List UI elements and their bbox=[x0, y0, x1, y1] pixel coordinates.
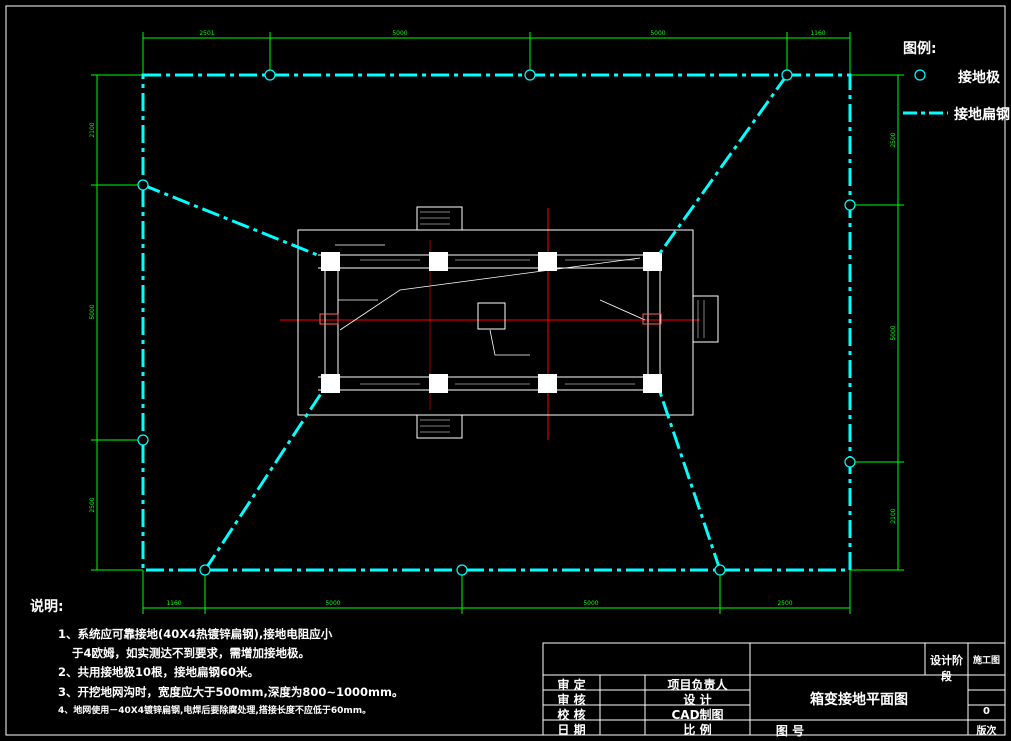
dim-bottom-2: 5000 bbox=[325, 600, 340, 607]
electrode bbox=[781, 69, 793, 81]
grounding-electrodes bbox=[137, 69, 856, 576]
dim-bottom-4: 2500 bbox=[777, 600, 792, 607]
dim-left-3: 2500 bbox=[89, 497, 96, 512]
tb-rev-label: 版次 bbox=[976, 726, 997, 737]
electrode bbox=[844, 456, 856, 468]
legend-flatsteel-label: 接地扁钢 bbox=[954, 107, 1010, 123]
dim-top-1: 2501 bbox=[199, 30, 214, 37]
legend-title: 图例: bbox=[903, 41, 937, 57]
note-3: 3、开挖地网沟时，宽度应大于500mm,深度为800~1000mm。 bbox=[58, 685, 404, 699]
note-1-cont: 于4欧姆，如实测达不到要求，需增加接地极。 bbox=[72, 646, 310, 660]
dimension-lines bbox=[91, 32, 904, 614]
tb-project-lead: 项目负责人 bbox=[667, 678, 728, 692]
tb-check: 校 核 bbox=[557, 708, 586, 722]
dim-right-2: 5000 bbox=[890, 325, 897, 340]
dim-left-1: 2100 bbox=[89, 122, 96, 137]
dim-left-2: 5000 bbox=[89, 304, 96, 319]
dimension-texts: 2501 5000 5000 1160 1160 5000 5000 2500 … bbox=[89, 30, 897, 607]
drawing-title: 箱变接地平面图 bbox=[810, 692, 908, 708]
electrode bbox=[264, 69, 276, 81]
dim-bottom-3: 5000 bbox=[583, 600, 598, 607]
title-block bbox=[542, 642, 1006, 736]
dim-top-3: 5000 bbox=[650, 30, 665, 37]
foundation-columns bbox=[321, 252, 662, 393]
dim-top-4: 1160 bbox=[810, 30, 825, 37]
note-1: 1、系统应可靠接地(40X4热镀锌扁钢),接地电阻应小 bbox=[58, 627, 333, 641]
legend-electrode-symbol bbox=[914, 69, 926, 81]
centerlines bbox=[280, 208, 700, 440]
tb-review: 审 核 bbox=[557, 693, 586, 707]
dim-right-1: 2500 bbox=[890, 132, 897, 147]
electrode bbox=[199, 564, 211, 576]
note-2: 2、共用接地极10根，接地扁钢60米。 bbox=[58, 665, 260, 679]
dim-bottom-1: 1160 bbox=[166, 600, 181, 607]
electrode bbox=[714, 564, 726, 576]
tb-stage-label: 设计阶段 bbox=[930, 654, 963, 683]
tb-rev-value: 0 bbox=[983, 706, 990, 717]
notes-title: 说明: bbox=[30, 599, 64, 615]
electrode bbox=[844, 199, 856, 211]
electrode bbox=[524, 69, 536, 81]
electrode bbox=[137, 434, 149, 446]
tb-scale: 比 例 bbox=[683, 723, 712, 737]
dim-top-2: 5000 bbox=[392, 30, 407, 37]
tb-date: 日 期 bbox=[557, 723, 586, 737]
legend-electrode-label: 接地极 bbox=[958, 70, 1000, 86]
tb-design: 设 计 bbox=[683, 693, 712, 707]
tb-cad: CAD制图 bbox=[671, 708, 724, 722]
grounding-flat-steel bbox=[141, 73, 852, 572]
drawing-border bbox=[5, 5, 1006, 736]
electrode bbox=[456, 564, 468, 576]
dim-right-3: 2100 bbox=[890, 508, 897, 523]
tb-stage-value: 施工图 bbox=[972, 656, 1000, 666]
tb-approve: 审 定 bbox=[557, 678, 586, 692]
electrode bbox=[137, 179, 149, 191]
note-4: 4、地网使用－40X4镀锌扁钢,电焊后要除腐处理,搭接长度不应低于60mm。 bbox=[58, 706, 372, 716]
box-transformer-foundation bbox=[297, 206, 719, 439]
tb-drawing-no-label: 图 号 bbox=[775, 724, 805, 738]
